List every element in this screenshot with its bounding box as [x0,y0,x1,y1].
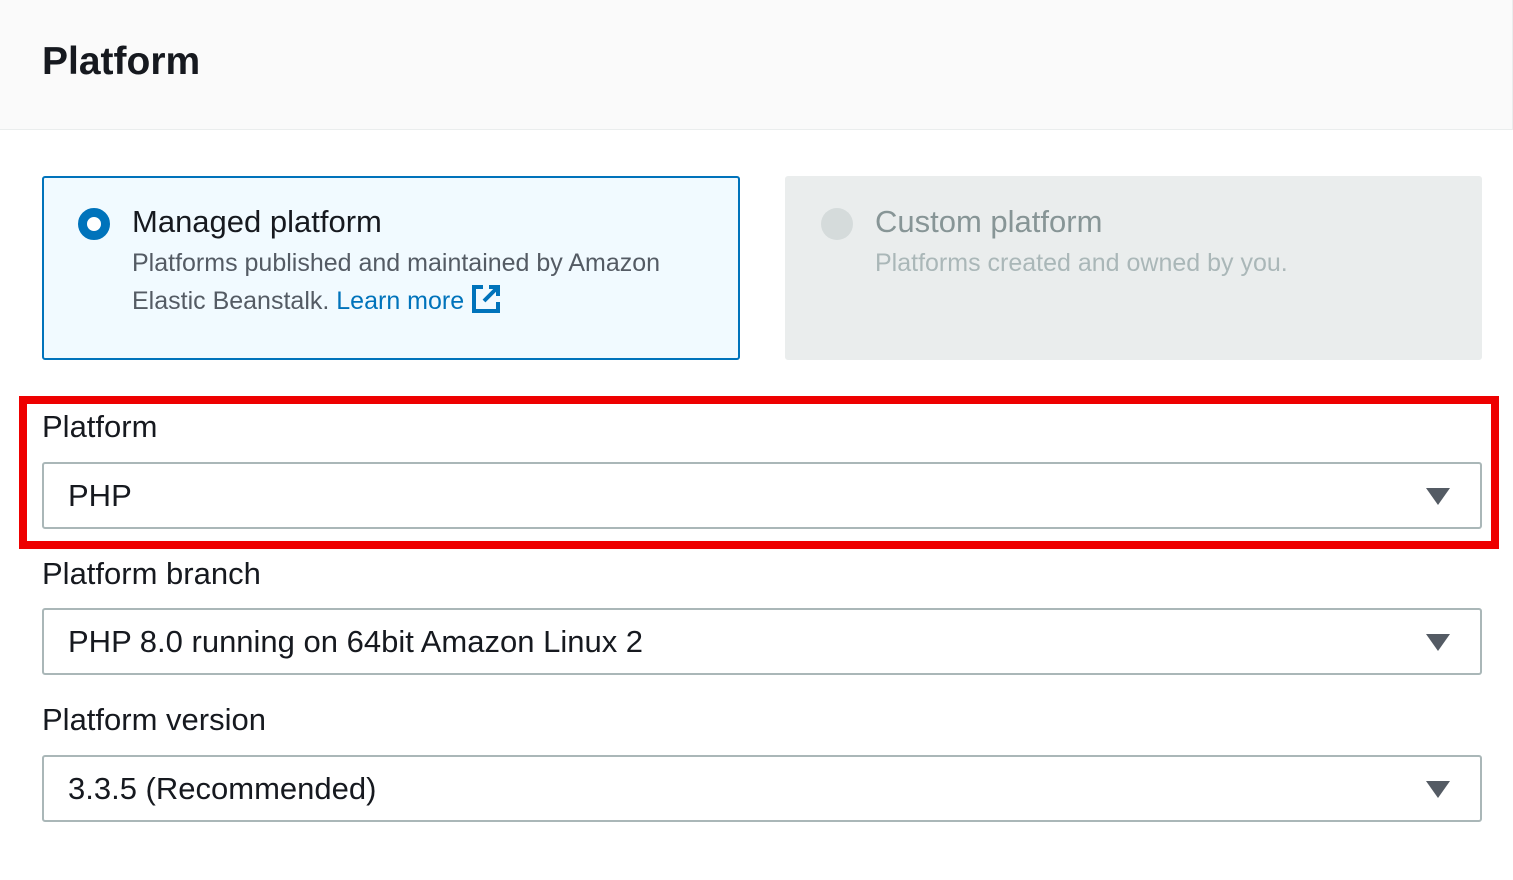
platform-branch-label: Platform branch [42,556,261,591]
managed-platform-radio[interactable] [78,208,110,240]
custom-platform-radio [821,208,853,240]
platform-select-value: PHP [68,478,132,513]
managed-platform-description: Platforms published and maintained by Am… [132,244,732,320]
platform-branch-select-value: PHP 8.0 running on 64bit Amazon Linux 2 [68,624,644,659]
learn-more-link[interactable]: Learn more [336,285,502,315]
managed-platform-tile[interactable]: Managed platform Platforms published and… [42,176,740,360]
managed-platform-title: Managed platform [132,204,382,239]
learn-more-label: Learn more [336,287,465,315]
external-link-icon [472,285,501,313]
platform-version-select-value: 3.3.5 (Recommended) [68,771,377,806]
caret-down-icon [1426,634,1450,651]
caret-down-icon [1426,488,1450,505]
platform-field-highlight [19,396,1499,549]
platform-branch-select[interactable]: PHP 8.0 running on 64bit Amazon Linux 2 [42,608,1482,675]
platform-label: Platform [42,409,158,444]
custom-platform-title: Custom platform [875,204,1103,239]
custom-platform-description: Platforms created and owned by you. [875,249,1288,277]
caret-down-icon [1426,781,1450,798]
platform-select[interactable]: PHP [42,462,1482,529]
managed-platform-description-text: Platforms published and maintained by Am… [132,249,661,315]
section-title: Platform [42,40,201,83]
custom-platform-tile: Custom platform Platforms created and ow… [785,176,1482,360]
section-header: Platform [0,0,1513,130]
platform-version-label: Platform version [42,702,266,737]
platform-version-select[interactable]: 3.3.5 (Recommended) [42,755,1482,822]
